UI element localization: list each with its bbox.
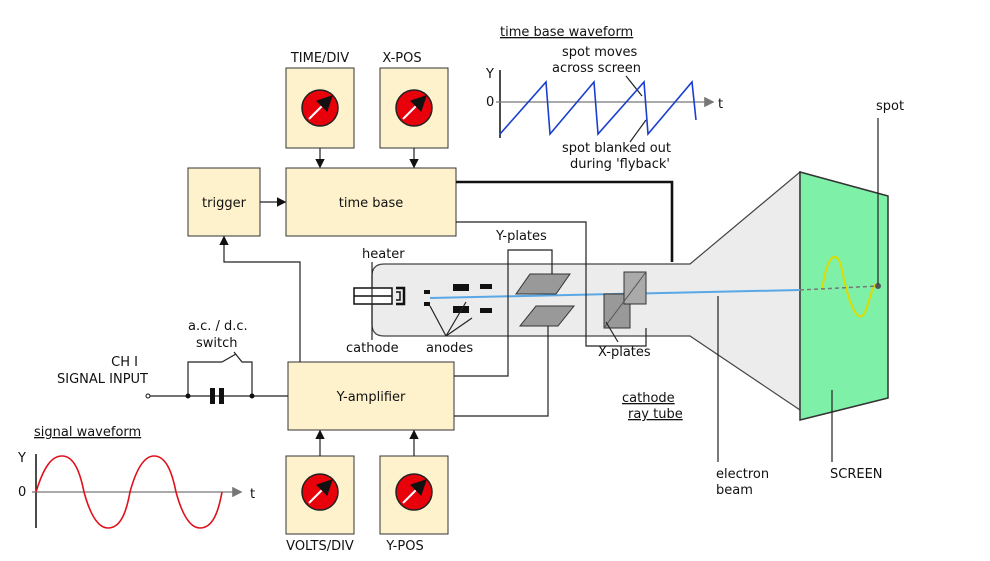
switch-label-2: switch xyxy=(196,336,238,351)
wiring xyxy=(145,148,674,456)
spot-dot xyxy=(875,283,881,289)
beam-to-spot xyxy=(799,285,879,291)
spot-moves-label-2: across screen xyxy=(552,61,641,76)
heater-label: heater xyxy=(362,247,405,262)
signal-waveform: signal waveform Y 0 t xyxy=(17,425,255,529)
screen-label: SCREEN xyxy=(830,467,883,482)
sine-trace xyxy=(35,455,223,529)
volts-div-label: VOLTS/DIV xyxy=(286,539,354,554)
time-div-label: TIME/DIV xyxy=(290,51,349,66)
time-base-waveform: time base waveform spot moves across scr… xyxy=(485,25,723,172)
x-pos-label: X-POS xyxy=(382,51,421,66)
blanked-label-1: spot blanked out xyxy=(562,141,671,156)
y-plate-top xyxy=(515,273,571,295)
tb-axis-zero: 0 xyxy=(486,95,494,110)
y-amplifier-label: Y-amplifier xyxy=(336,390,406,405)
y-pos-label: Y-POS xyxy=(385,539,423,554)
x-plates xyxy=(603,271,647,329)
cathode-ray-tube-label-2: ray tube xyxy=(628,407,683,422)
electron-beam-label-1: electron xyxy=(716,467,769,482)
screen-trace xyxy=(821,255,879,318)
time-div-dial[interactable] xyxy=(285,67,355,149)
blanked-label-2: during 'flyback' xyxy=(570,157,670,172)
time-base-box xyxy=(285,167,457,237)
y-plate-bottom xyxy=(518,305,576,327)
tb-axis-t: t xyxy=(718,97,723,112)
sawtooth-trace xyxy=(499,79,697,137)
signal-waveform-title: signal waveform xyxy=(34,425,141,440)
tb-axis-y: Y xyxy=(485,67,494,82)
leader-lines xyxy=(371,118,879,462)
input-label-2: SIGNAL INPUT xyxy=(57,372,148,387)
x-plates-label: X-plates xyxy=(598,345,651,360)
spot-label: spot xyxy=(876,99,904,114)
y-pos-dial[interactable] xyxy=(379,455,449,535)
sig-axis-y: Y xyxy=(17,451,26,466)
electron-beam-label-2: beam xyxy=(716,483,753,498)
time-base-label: time base xyxy=(339,196,404,211)
y-amplifier-box xyxy=(287,361,455,431)
sig-axis-t: t xyxy=(250,487,255,502)
y-plates-label: Y-plates xyxy=(495,229,547,244)
spot-moves-label-1: spot moves xyxy=(562,45,638,60)
switch-label-1: a.c. / d.c. xyxy=(188,319,248,334)
anodes-label: anodes xyxy=(426,341,473,356)
x-pos-dial[interactable] xyxy=(379,67,449,149)
heater-cathode xyxy=(353,286,406,306)
cathode-label: cathode xyxy=(346,341,399,356)
trigger-box xyxy=(187,167,261,237)
trigger-label: trigger xyxy=(202,196,247,211)
volts-div-dial[interactable] xyxy=(285,455,355,535)
time-base-waveform-title: time base waveform xyxy=(500,25,633,40)
sig-axis-zero: 0 xyxy=(18,485,26,500)
input-label-1: CH I xyxy=(111,355,138,370)
cathode-ray-tube-label-1: cathode xyxy=(622,391,675,406)
screen-face xyxy=(799,171,889,421)
